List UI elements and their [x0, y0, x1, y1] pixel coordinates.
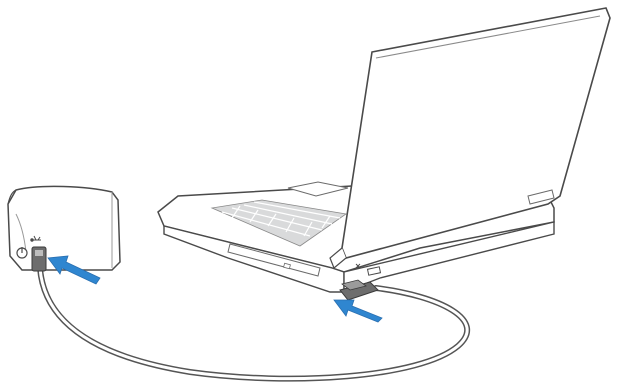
laptop-usb-plug — [340, 280, 378, 300]
scanner-usb-plug — [32, 247, 46, 271]
usb-cable — [40, 268, 467, 379]
arrow-icon — [334, 300, 382, 322]
power-icon — [17, 247, 27, 258]
laptop-computer — [158, 8, 610, 300]
